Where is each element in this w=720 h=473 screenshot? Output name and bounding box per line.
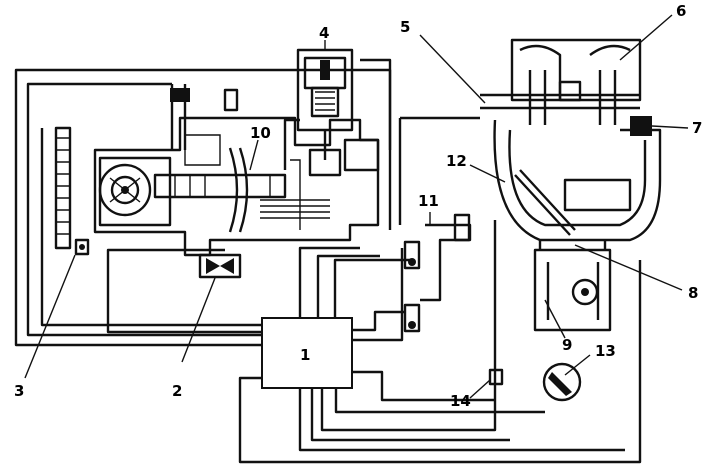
control-unit-box <box>261 317 353 389</box>
callout-labels: 1 2 3 4 5 6 7 8 9 10 11 12 13 14 <box>14 2 702 410</box>
label-3: 3 <box>14 382 24 400</box>
label-14: 14 <box>450 392 471 410</box>
injection-pump <box>93 84 380 257</box>
label-7: 7 <box>692 119 702 137</box>
label-12: 12 <box>446 152 467 170</box>
label-4: 4 <box>319 24 329 42</box>
label-2: 2 <box>172 382 182 400</box>
label-13: 13 <box>595 342 616 360</box>
sensor-13 <box>542 362 582 402</box>
top-valve-assembly <box>283 48 354 170</box>
label-5: 5 <box>400 18 410 36</box>
wiring-harness <box>14 58 642 464</box>
label-1: 1 <box>300 346 310 364</box>
sensor-14 <box>488 368 504 386</box>
sensor-group-11 <box>403 213 472 333</box>
timing-device <box>198 253 242 279</box>
engine-block <box>480 38 662 332</box>
label-9: 9 <box>562 336 572 354</box>
speed-sensor <box>54 126 90 256</box>
label-6: 6 <box>676 2 686 20</box>
label-11: 11 <box>418 192 439 210</box>
label-10: 10 <box>250 124 271 142</box>
label-8: 8 <box>688 284 698 302</box>
leader-lines <box>24 14 689 399</box>
